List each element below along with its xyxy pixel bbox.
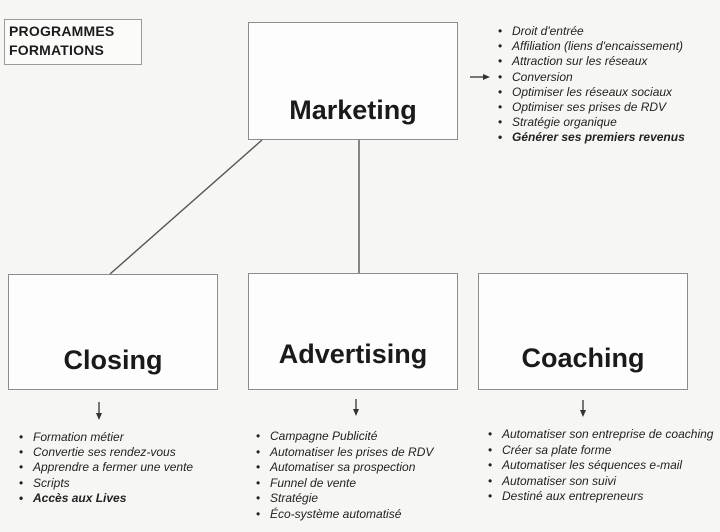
coaching-list-item: Créer sa plate forme: [488, 443, 714, 459]
marketing-list-item: Affiliation (liens d'encaissement): [498, 39, 716, 54]
marketing-list-item: Droit d'entrée: [498, 24, 716, 39]
marketing-list-item: Générer ses premiers revenus: [498, 130, 716, 145]
arrow-advertising-list: [353, 399, 359, 416]
programmes-title-box: PROGRAMMES FORMATIONS: [4, 19, 142, 65]
marketing-list-item: Conversion: [498, 70, 716, 85]
coaching-list-item: Automatiser son entreprise de coaching: [488, 427, 714, 443]
coaching-list-item: Destiné aux entrepreneurs: [488, 489, 714, 505]
connector-marketing-closing: [109, 139, 263, 275]
advertising-list-item: Funnel de vente: [256, 476, 480, 492]
marketing-list-item: Optimiser les réseaux sociaux: [498, 85, 716, 100]
title-line-2: FORMATIONS: [9, 42, 105, 58]
closing-list-item: Formation métier: [19, 430, 241, 445]
coaching-list-item: Automatiser son suivi: [488, 474, 714, 490]
closing-list: Formation métierConvertie ses rendez-vou…: [19, 430, 241, 506]
advertising-list-item: Campagne Publicité: [256, 429, 480, 445]
coaching-list-item: Automatiser les séquences e-mail: [488, 458, 714, 474]
advertising-list: Campagne PublicitéAutomatiser les prises…: [256, 429, 480, 523]
closing-list-item: Apprendre a fermer une vente: [19, 460, 241, 475]
advertising-list-item: Éco-système automatisé: [256, 507, 480, 523]
advertising-list-item: Stratégie: [256, 491, 480, 507]
title-line-1: PROGRAMMES: [9, 23, 115, 39]
closing-list-item: Accès aux Lives: [19, 491, 241, 506]
coaching-list: Automatiser son entreprise de coachingCr…: [488, 427, 714, 505]
arrow-closing-list: [96, 402, 102, 420]
marketing-list: Droit d'entréeAffiliation (liens d'encai…: [498, 24, 716, 146]
arrow-coaching-list: [580, 400, 586, 417]
marketing-list-item: Optimiser ses prises de RDV: [498, 100, 716, 115]
advertising-list-item: Automatiser les prises de RDV: [256, 445, 480, 461]
coaching-node: Coaching: [478, 273, 688, 390]
advertising-node: Advertising: [248, 273, 458, 390]
marketing-node: Marketing: [248, 22, 458, 140]
closing-node: Closing: [8, 274, 218, 390]
arrow-marketing-list: [470, 74, 490, 80]
closing-label: Closing: [63, 345, 163, 375]
marketing-list-item: Stratégie organique: [498, 115, 716, 130]
advertising-label: Advertising: [278, 339, 428, 369]
advertising-list-item: Automatiser sa prospection: [256, 460, 480, 476]
coaching-label: Coaching: [521, 343, 645, 373]
closing-list-item: Convertie ses rendez-vous: [19, 445, 241, 460]
closing-list-item: Scripts: [19, 476, 241, 491]
marketing-label: Marketing: [289, 95, 417, 125]
marketing-list-item: Attraction sur les réseaux: [498, 54, 716, 69]
